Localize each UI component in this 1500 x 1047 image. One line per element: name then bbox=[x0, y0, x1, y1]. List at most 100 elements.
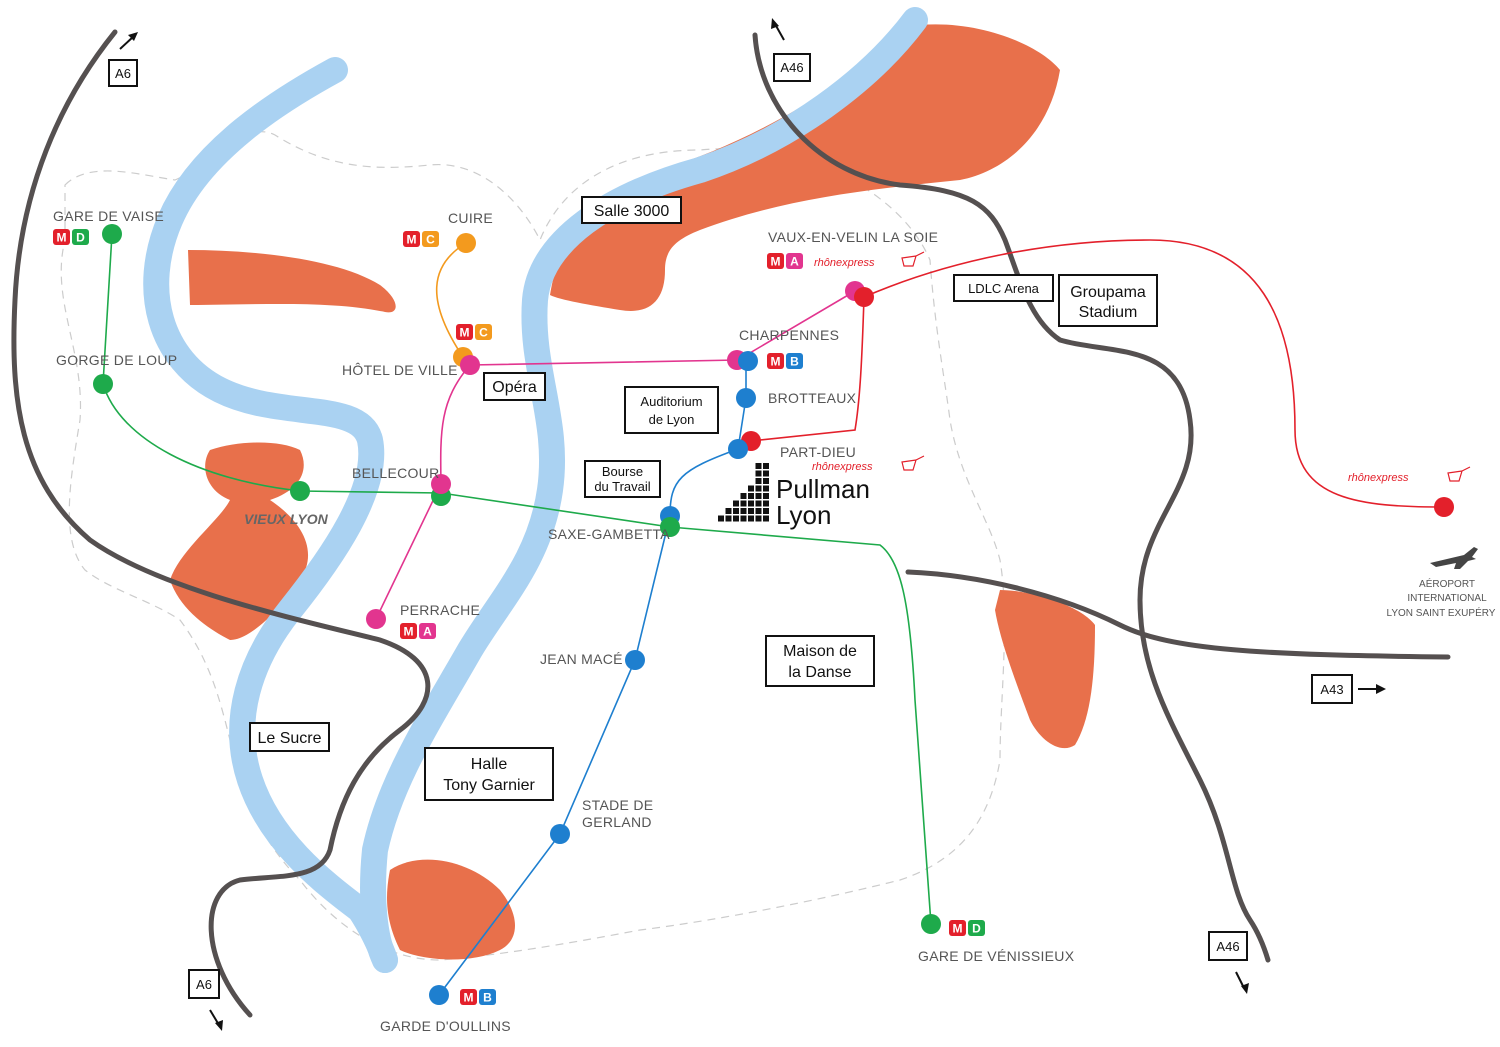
rhonexpress-logo-icon bbox=[901, 251, 925, 267]
station-label-perrache: PERRACHE bbox=[400, 602, 480, 618]
pullman-logo-icon bbox=[718, 463, 769, 522]
svg-text:A: A bbox=[423, 625, 432, 639]
svg-text:Salle 3000: Salle 3000 bbox=[594, 203, 670, 220]
station-dot-gare-de-venissieux[interactable] bbox=[921, 914, 941, 934]
station-label-gare-de-vaise: GARE DE VAISE bbox=[53, 208, 164, 224]
rhonexpress-line bbox=[750, 239, 1445, 508]
station-dot-gare-de-vaise[interactable] bbox=[102, 224, 122, 244]
svg-text:M: M bbox=[407, 233, 417, 247]
badge-md-venissieux: M D bbox=[949, 920, 985, 936]
station-dot-jean-mace[interactable] bbox=[625, 650, 645, 670]
svg-text:A46: A46 bbox=[1216, 939, 1239, 954]
arrow-northwest-icon bbox=[771, 18, 785, 41]
highway-a46 bbox=[752, 32, 1271, 963]
station-dot-charpennes-b[interactable] bbox=[738, 351, 758, 371]
station-label-vaulx-en-velin: VAUX-EN-VELIN LA SOIE bbox=[768, 229, 938, 245]
station-dot-vieux-lyon[interactable] bbox=[290, 481, 310, 501]
arrow-northeast-icon bbox=[119, 32, 138, 50]
station-label-garde-doullins: GARDE D'OULLINS bbox=[380, 1018, 511, 1034]
station-dot-stade-de-gerland[interactable] bbox=[550, 824, 570, 844]
station-label-stade-de-gerland-2: GERLAND bbox=[582, 814, 652, 830]
badge-mc-hotel-de-ville: M C bbox=[456, 324, 492, 340]
arrow-east-icon bbox=[1358, 684, 1386, 694]
hotel-name-line2: Lyon bbox=[776, 500, 831, 530]
river-rhone bbox=[360, 7, 928, 973]
highway-a43 bbox=[905, 569, 1451, 660]
svg-text:rhônexpress: rhônexpress bbox=[812, 461, 873, 473]
svg-text:la Danse: la Danse bbox=[788, 664, 851, 681]
station-dot-hotel-de-ville-a[interactable] bbox=[460, 355, 480, 375]
station-label-jean-mace: JEAN MACÉ bbox=[540, 651, 623, 667]
station-dot-part-dieu-b[interactable] bbox=[728, 439, 748, 459]
venue-groupama-stadium[interactable]: Groupama Stadium bbox=[1058, 274, 1158, 327]
venue-maison-de-la-danse[interactable]: Maison de la Danse bbox=[765, 635, 875, 687]
road-a6-south: A6 bbox=[188, 969, 223, 1031]
district-gerland bbox=[387, 859, 515, 960]
road-a46-south: A46 bbox=[1208, 931, 1249, 994]
svg-text:rhônexpress: rhônexpress bbox=[1348, 472, 1409, 484]
station-label-stade-de-gerland-1: STADE DE bbox=[582, 797, 653, 813]
svg-text:A43: A43 bbox=[1320, 682, 1343, 697]
station-label-gare-de-venissieux: GARE DE VÉNISSIEUX bbox=[918, 948, 1075, 964]
venue-halle-tony-garnier[interactable]: Halle Tony Garnier bbox=[424, 747, 554, 801]
rhonexpress-logo-vaulx: rhônexpress bbox=[814, 251, 925, 269]
district-villeurbanne-north bbox=[550, 24, 1060, 311]
district-venissieux bbox=[995, 590, 1095, 749]
svg-text:D: D bbox=[76, 231, 85, 245]
venue-auditorium[interactable]: Auditorium de Lyon bbox=[624, 386, 719, 434]
svg-text:Le Sucre: Le Sucre bbox=[257, 730, 321, 747]
venue-ldlc-arena[interactable]: LDLC Arena bbox=[953, 274, 1054, 302]
venue-salle-3000[interactable]: Salle 3000 bbox=[581, 196, 682, 224]
svg-text:Tony Garnier: Tony Garnier bbox=[443, 777, 535, 794]
venue-bourse-du-travail[interactable]: Bourse du Travail bbox=[584, 460, 661, 498]
district-vaise bbox=[188, 250, 396, 313]
svg-text:Groupama: Groupama bbox=[1070, 284, 1146, 301]
station-label-gorge-de-loup: GORGE DE LOUP bbox=[56, 352, 177, 368]
svg-text:D: D bbox=[972, 922, 981, 936]
airplane-icon bbox=[1430, 547, 1478, 569]
badge-ma-vaulx: M A bbox=[767, 253, 803, 269]
station-dot-brotteaux[interactable] bbox=[736, 388, 756, 408]
badge-mb-charpennes: M B bbox=[767, 353, 803, 369]
station-label-cuire: CUIRE bbox=[448, 210, 493, 226]
badge-mc-cuire: M C bbox=[403, 231, 439, 247]
station-dot-cuire[interactable] bbox=[456, 233, 476, 253]
venue-opera[interactable]: Opéra bbox=[483, 372, 546, 401]
venue-le-sucre[interactable]: Le Sucre bbox=[249, 722, 330, 752]
station-dot-vaulx-rx[interactable] bbox=[854, 287, 874, 307]
svg-text:A: A bbox=[790, 255, 799, 269]
station-dot-perrache[interactable] bbox=[366, 609, 386, 629]
svg-text:LDLC Arena: LDLC Arena bbox=[968, 281, 1040, 296]
svg-text:M: M bbox=[57, 231, 67, 245]
svg-text:du Travail: du Travail bbox=[594, 479, 650, 494]
svg-text:Bourse: Bourse bbox=[602, 464, 643, 479]
svg-text:M: M bbox=[460, 326, 470, 340]
station-dot-garde-doullins[interactable] bbox=[429, 985, 449, 1005]
station-dot-gorge-de-loup[interactable] bbox=[93, 374, 113, 394]
station-label-bellecour: BELLECOUR bbox=[352, 465, 440, 481]
airport-label-line1: AÉROPORT bbox=[1419, 577, 1475, 590]
city-boundary bbox=[60, 131, 1006, 961]
svg-text:A46: A46 bbox=[780, 60, 803, 75]
station-label-charpennes: CHARPENNES bbox=[739, 327, 839, 343]
svg-text:Auditorium: Auditorium bbox=[640, 394, 702, 409]
svg-text:B: B bbox=[483, 991, 492, 1005]
svg-text:M: M bbox=[771, 355, 781, 369]
rhonexpress-logo-part-dieu: rhônexpress bbox=[812, 455, 925, 473]
station-dot-bellecour-a[interactable] bbox=[431, 474, 451, 494]
station-label-hotel-de-ville: HÔTEL DE VILLE bbox=[342, 362, 458, 378]
station-dot-saxe-gambetta-d[interactable] bbox=[660, 517, 680, 537]
station-label-saxe-gambetta: SAXE-GAMBETTA bbox=[548, 526, 670, 542]
svg-text:M: M bbox=[771, 255, 781, 269]
svg-text:de Lyon: de Lyon bbox=[649, 412, 695, 427]
svg-text:M: M bbox=[464, 991, 474, 1005]
station-dot-airport[interactable] bbox=[1434, 497, 1454, 517]
svg-text:Maison de: Maison de bbox=[783, 643, 857, 660]
badge-md-vaise: M D bbox=[53, 229, 89, 245]
svg-text:Halle: Halle bbox=[471, 756, 508, 773]
svg-text:rhônexpress: rhônexpress bbox=[814, 257, 875, 269]
river-saone bbox=[143, 57, 398, 973]
svg-text:M: M bbox=[404, 625, 414, 639]
svg-text:C: C bbox=[479, 326, 488, 340]
